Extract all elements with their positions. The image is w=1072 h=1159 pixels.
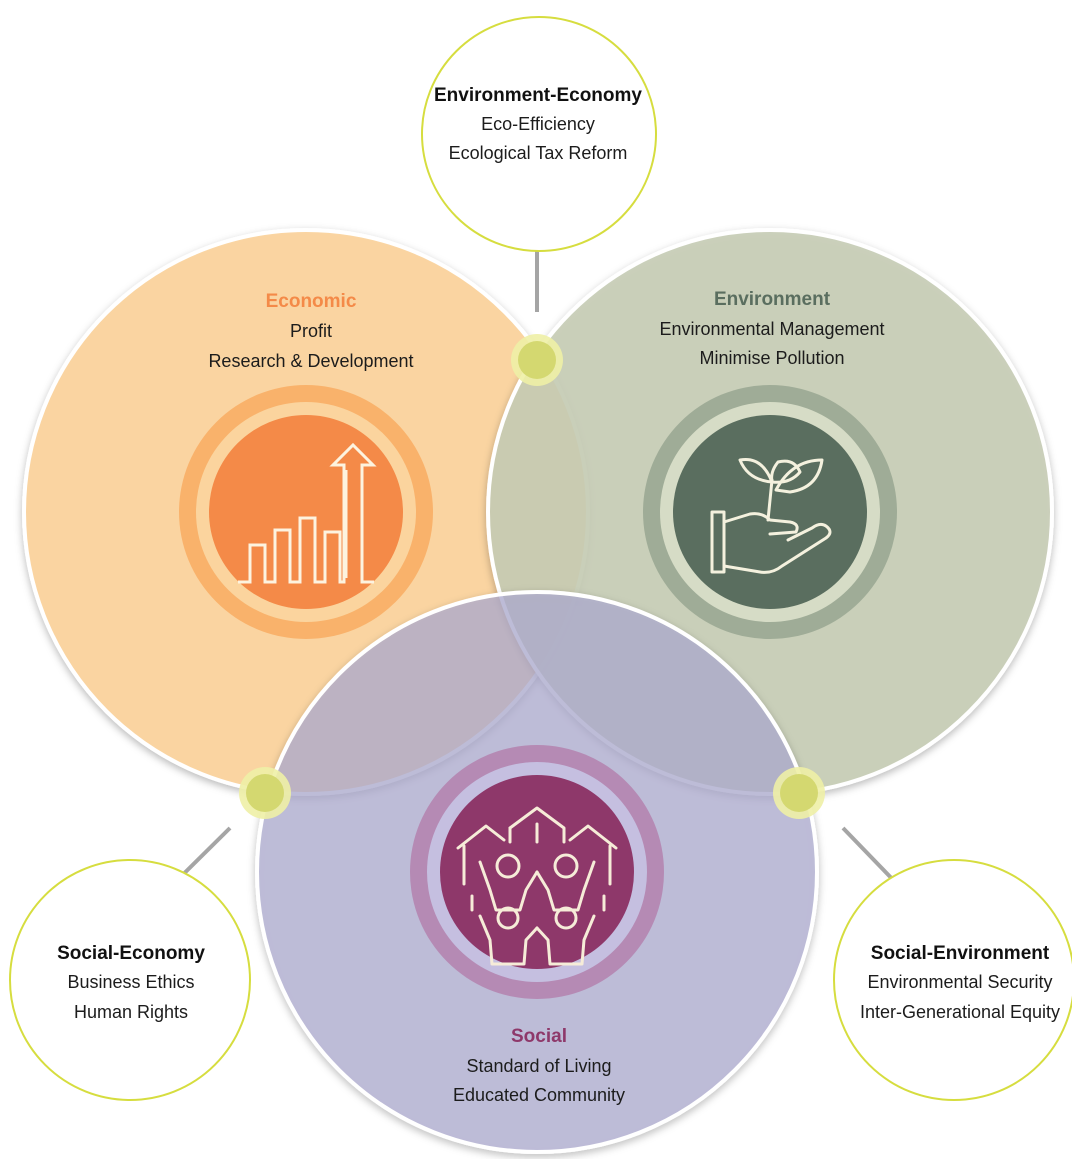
environment-line2: Minimise Pollution	[699, 348, 844, 368]
social-environment-title: Social-Environment	[871, 943, 1050, 964]
social-label: Social Standard of Living Educated Commu…	[453, 1026, 625, 1105]
env-economy-label: Environment-Economy Eco-Efficiency Ecolo…	[434, 85, 642, 163]
env-economy-line1: Eco-Efficiency	[481, 114, 595, 134]
env-economy-title: Environment-Economy	[434, 85, 642, 106]
hand-plant-icon	[710, 457, 832, 574]
environment-badge	[643, 385, 897, 639]
economic-line1: Profit	[290, 321, 332, 341]
social-environment-line2: Inter-Generational Equity	[860, 1002, 1060, 1022]
social-environment-bubble	[833, 859, 1072, 1101]
bar-chart-arrow-icon	[238, 442, 377, 584]
environment-title: Environment	[714, 289, 831, 310]
env-economy-line2: Ecological Tax Reform	[449, 143, 628, 163]
economic-label: Economic Profit Research & Development	[208, 291, 413, 371]
environment-label: Environment Environmental Management Min…	[659, 289, 884, 368]
social-line1: Standard of Living	[466, 1056, 611, 1076]
economic-line2: Research & Development	[208, 351, 413, 371]
social-economy-line1: Business Ethics	[67, 972, 194, 992]
node-social-economy	[239, 767, 291, 819]
social-economy-line2: Human Rights	[74, 1002, 188, 1022]
environment-line1: Environmental Management	[659, 319, 884, 339]
social-economy-title: Social-Economy	[57, 943, 205, 964]
node-env-economy	[511, 334, 563, 386]
community-people-houses-icon	[456, 806, 618, 966]
node-social-environment	[773, 767, 825, 819]
social-economy-label: Social-Economy Business Ethics Human Rig…	[57, 943, 205, 1022]
social-line2: Educated Community	[453, 1085, 625, 1105]
economic-badge	[179, 385, 433, 639]
social-economy-bubble	[9, 859, 251, 1101]
social-environment-label: Social-Environment Environmental Securit…	[860, 943, 1060, 1022]
social-badge	[410, 745, 664, 999]
economic-title: Economic	[266, 291, 357, 312]
social-title: Social	[511, 1026, 567, 1047]
env-economy-bubble	[421, 16, 657, 252]
social-environment-line1: Environmental Security	[867, 972, 1052, 992]
